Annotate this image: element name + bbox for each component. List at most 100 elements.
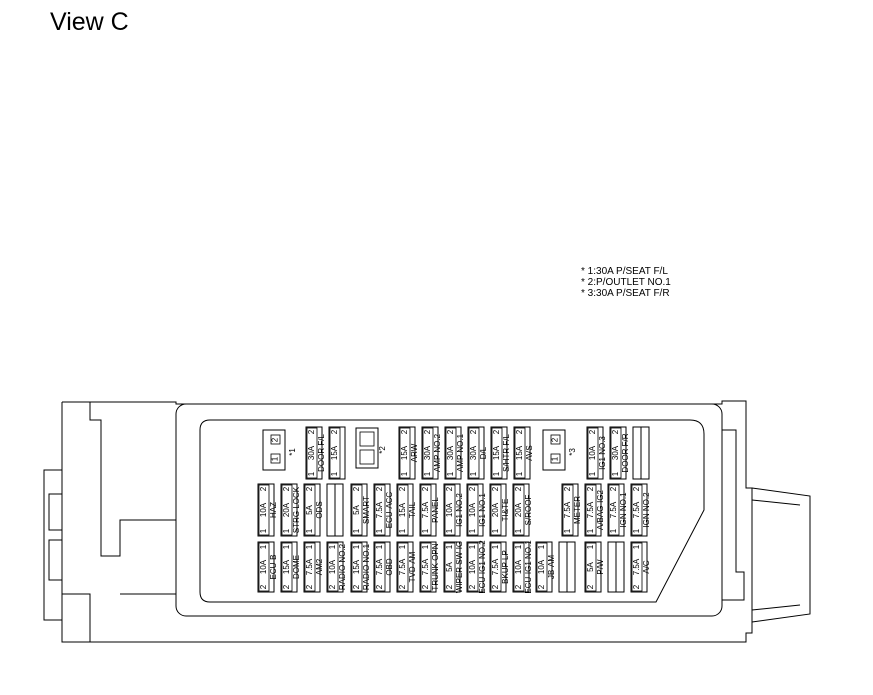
fuse-outline — [467, 426, 485, 480]
fuse-amperage: 10A — [259, 502, 268, 517]
fuse-circuit-name: STRG LOCK — [292, 486, 301, 533]
fuse-circuit-name: HAZ — [269, 502, 278, 518]
relay-pin-bottom: 1 — [551, 456, 560, 461]
relay-terminal — [270, 453, 281, 464]
fuse-body — [536, 542, 548, 592]
fuse-body — [445, 427, 457, 479]
fuse-pin-right: 1 — [375, 544, 384, 549]
fuse-body — [513, 484, 525, 536]
fuse-body — [351, 542, 363, 592]
fuse-amperage: 15A — [515, 445, 524, 460]
fuse-pin-left: 1 — [421, 528, 430, 533]
fuse-outline — [350, 483, 368, 537]
fuse-body — [422, 427, 434, 479]
relay-terminal — [550, 453, 561, 464]
fuse-amperage: 7.5A — [632, 501, 641, 518]
fuse-pin-left: 1 — [423, 471, 432, 476]
fuse-body — [444, 542, 456, 592]
fuse-pin-left: 1 — [446, 471, 455, 476]
fuse-pin-left: 1 — [282, 528, 291, 533]
fuse-amperage: 7.5A — [305, 558, 314, 575]
fuse-pin-right: 1 — [398, 544, 407, 549]
fuse-amperage: 15A — [492, 445, 501, 460]
fuse-amperage: 30A — [307, 445, 316, 460]
fuse-pin-left: 1 — [445, 528, 454, 533]
fuse-pin-right: 2 — [259, 486, 268, 491]
relay-terminal — [550, 434, 561, 445]
fuse-pin-left: 1 — [632, 528, 641, 533]
fuse-amperage: 7.5A — [632, 558, 641, 575]
fuse-outline — [489, 541, 507, 593]
fuse-pin-right: 2 — [469, 429, 478, 434]
fuse-outline — [350, 541, 368, 593]
fuse-pin-right: 1 — [259, 544, 268, 549]
fuse-body — [608, 484, 620, 536]
fuse-pin-left: 1 — [307, 471, 316, 476]
fuse-circuit-name: ECU-IG1 NO.2 — [478, 540, 487, 594]
fuse-slot-row3-16 — [607, 541, 625, 593]
fuse-outline — [419, 541, 437, 593]
fuse-slot-row1-11 — [632, 426, 650, 480]
fuse-outline — [444, 426, 462, 480]
fuse-pin-right: 1 — [586, 544, 595, 549]
fuse-outline — [584, 541, 602, 593]
relay-pin-top: 2 — [551, 437, 560, 442]
fuse-circuit-name: BKUP LP — [501, 550, 510, 584]
fuse-circuit-name: IG1 NO.1 — [478, 493, 487, 527]
fuse-body — [587, 427, 599, 479]
fuse-outline — [443, 541, 461, 593]
fuse-circuit-name: DOOR F/L — [317, 434, 326, 472]
fuse-pin-right: 2 — [282, 486, 291, 491]
fuse-pin-right: 1 — [491, 544, 500, 549]
fuse-outline — [607, 483, 625, 537]
relay-pin-top: 2 — [271, 437, 280, 442]
fuse-body — [631, 484, 643, 536]
fuse-pin-right: 1 — [421, 544, 430, 549]
fuse-amperage: 7.5A — [375, 501, 384, 518]
fuse-pin-left: 1 — [330, 471, 339, 476]
fuse-body — [304, 542, 316, 592]
fuse-outline — [326, 541, 344, 593]
fuse-pin-left: 2 — [491, 584, 500, 589]
fuse-amperage: 20A — [514, 502, 523, 517]
fuse-pin-left: 1 — [586, 528, 595, 533]
fuse-circuit-name: AMP NO.1 — [456, 433, 465, 472]
fuse-circuit-name: AMP NO.2 — [433, 433, 442, 472]
fuse-circuit-name: TI&TE — [501, 499, 510, 522]
fuse-circuit-name: WIPER SW-IG — [455, 541, 464, 593]
fuse-pin-left: 1 — [588, 471, 597, 476]
fuse-pin-left: 2 — [537, 584, 546, 589]
fuse-body — [467, 542, 479, 592]
fuse-pin-left: 1 — [514, 528, 523, 533]
fuse-circuit-name: IGN NO.1 — [619, 492, 628, 528]
fuse-pin-left: 1 — [492, 471, 501, 476]
right-bracket — [751, 487, 811, 623]
fuse-pin-left: 1 — [491, 528, 500, 533]
fuse-amperage: 30A — [446, 445, 455, 460]
relay-1-mark: *1 — [288, 448, 297, 456]
fuse-pin-right: 1 — [632, 544, 641, 549]
right-bracket-inner2 — [751, 604, 801, 611]
fuse-pin-right: 1 — [305, 544, 314, 549]
fuse-amperage: 15A — [398, 502, 407, 517]
fuse-body — [490, 542, 502, 592]
fuse-outline — [630, 541, 648, 593]
fuse-outline — [513, 426, 531, 480]
fuse-pin-right: 2 — [375, 486, 384, 491]
fuse-pin-left: 1 — [305, 528, 314, 533]
fuse-amperage: 15A — [400, 445, 409, 460]
fuse-pin-left: 2 — [514, 584, 523, 589]
